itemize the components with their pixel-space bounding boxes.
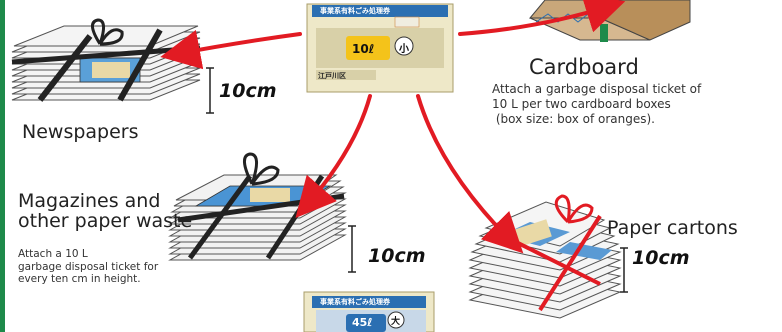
cardboard-label: Cardboard <box>529 55 639 79</box>
cardboard-note: Attach a garbage disposal ticket of 10 L… <box>492 82 701 127</box>
paper-carton-bundle-icon <box>468 194 622 319</box>
left-accent-bar <box>0 0 5 332</box>
magazines-label: Magazines and other paper waste <box>18 191 192 231</box>
magazines-note: Attach a 10 L garbage disposal ticket fo… <box>18 248 158 286</box>
magazines-note-line: every ten cm in height. <box>18 273 141 285</box>
height-bracket-newspapers <box>206 67 214 114</box>
height-bracket-cartons <box>620 247 628 293</box>
cardboard-note-line: (box size: box of oranges). <box>492 112 655 126</box>
magazines-note-line: garbage disposal ticket for <box>18 260 159 273</box>
magazines-label-line: Magazines and <box>18 190 161 212</box>
ticket-small-size: 小 <box>399 44 409 55</box>
ticket-large-volume: 45ℓ <box>352 316 373 329</box>
magazines-note-line: Attach a 10 L <box>18 248 88 260</box>
ticket-large-size: 大 <box>391 317 401 327</box>
height-bracket-magazines <box>348 225 356 273</box>
cardboard-note-line: 10 L per two cardboard boxes <box>492 97 671 111</box>
garbage-ticket-45l-icon <box>303 291 435 332</box>
newspapers-label: Newspapers <box>22 121 139 143</box>
newspapers-height: 10cm <box>219 80 277 102</box>
cardboard-note-line: Attach a garbage disposal ticket of <box>492 82 702 96</box>
ticket-small-title: 事業系有料ごみ処理券 <box>320 7 390 15</box>
paper-cartons-label: Paper cartons <box>607 217 738 239</box>
paper-cartons-height: 10cm <box>632 247 690 269</box>
ticket-small-volume: 10ℓ <box>352 42 375 56</box>
ticket-small-issuer: 江戸川区 <box>318 72 346 80</box>
ticket-large-title: 事業系有料ごみ処理券 <box>320 298 390 306</box>
red-arrow-icons <box>160 0 626 254</box>
magazine-bundle-icon <box>168 152 347 261</box>
garbage-ticket-10l-icon <box>304 0 456 94</box>
magazines-height: 10cm <box>368 245 426 267</box>
magazines-label-line: other paper waste <box>18 210 193 232</box>
newspaper-bundle-icon <box>11 18 201 102</box>
